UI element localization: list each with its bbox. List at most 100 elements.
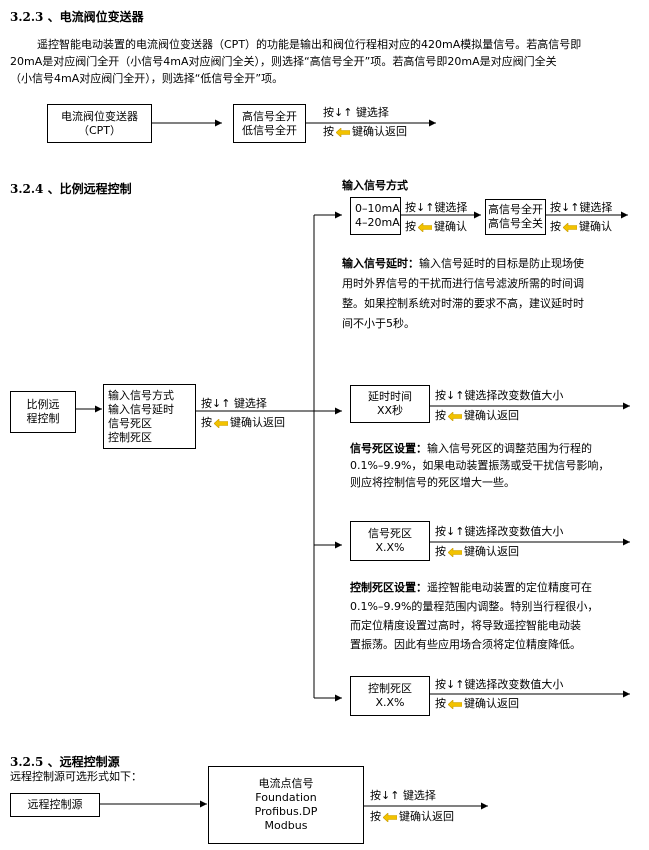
hint-text: 键选择 (355, 106, 389, 119)
box-line: 电流阀位变送器 (61, 109, 138, 123)
hint-text: 键选择 (402, 789, 436, 802)
hint-text: 键确认返回 (464, 545, 519, 558)
hint-text: 键确认返回 (464, 409, 519, 422)
box-line: 高信号全关 (488, 217, 543, 230)
source-hint-select: 按↓↑ 键选择 (370, 789, 436, 802)
signal-range-box: 0–10mA 4–20mA (350, 197, 401, 235)
desc-line: 而定位精度设置过高时，将导致遥控智能电动装 (350, 619, 581, 632)
down-arrow-icon: ↓ (446, 389, 456, 402)
left-arrow-key-icon (448, 699, 462, 709)
press-label: 按 (435, 409, 446, 422)
input-mode-title: 输入信号方式 (342, 179, 408, 192)
up-arrow-icon: ↑ (455, 389, 465, 402)
box-line: X.X% (375, 541, 405, 554)
down-arrow-icon: ↓ (446, 525, 456, 538)
down-arrow-icon: ↓ (381, 789, 391, 802)
control-deadzone-box: 控制死区 X.X% (350, 676, 430, 716)
delay-desc-label: 输入信号延时： (342, 257, 419, 270)
option-item: Profibus.DP (254, 805, 318, 818)
box-line: 比例远 (26, 398, 60, 411)
box-line: XX秒 (376, 404, 404, 417)
box-line: 高信号全开 (242, 109, 297, 123)
section-323-para-2: 20mA是对应阀门全开（小信号4mA对应阀门全关），则选择“高信号全开”项。若高… (10, 55, 557, 68)
menu-hint-confirm: 按键确认返回 (201, 416, 285, 429)
hint-text: 键确认返回 (230, 416, 285, 429)
up-arrow-icon: ↑ (221, 397, 231, 410)
menu-item: 信号死区 (108, 416, 152, 430)
hint-text: 键确认返回 (352, 125, 407, 138)
deadzone-description: 信号死区设置：输入信号死区的调整范围为行程的 0.1%–9.9%，如果电动装置振… (350, 440, 609, 491)
box-line: 控制死区 (368, 682, 412, 695)
level-hint-select: 按↓↑键选择 (550, 201, 612, 214)
level-hint-confirm: 按键确认 (550, 220, 612, 233)
ctrl-hint-select: 按↓↑键选择改变数值大小 (435, 678, 563, 691)
section-325-intro: 远程控制源可选形式如下： (10, 770, 142, 783)
hint-text: 键选择 (579, 201, 613, 214)
up-arrow-icon: ↑ (455, 525, 465, 538)
up-arrow-icon: ↑ (343, 106, 353, 119)
delay-hint-confirm: 按 键确认返回 (435, 409, 519, 422)
option-item: 电流点信号 (258, 777, 314, 790)
up-arrow-icon: ↑ (455, 678, 465, 691)
desc-line: 输入信号死区的调整范围为行程的 (427, 442, 592, 455)
down-arrow-icon: ↓ (416, 201, 426, 214)
hint-text: 键确认 (434, 220, 467, 233)
press-label: 按 (405, 201, 416, 214)
dead-desc-label: 信号死区设置： (350, 442, 427, 455)
hint-text: 键选择改变数值大小 (464, 678, 564, 691)
box-line: 4–20mA (355, 216, 400, 229)
box-line: 0–10mA (355, 202, 400, 215)
press-label: 按 (323, 125, 334, 138)
range-hint-select: 按↓↑键选择 (405, 201, 467, 214)
hint-text: 键确认返回 (464, 697, 519, 710)
box-line: 远程控制源 (27, 798, 83, 811)
menu-item: 输入信号延时 (108, 402, 174, 416)
down-arrow-icon: ↓ (334, 106, 344, 119)
desc-line: 置振荡。因此有些应用场合须将定位精度降低。 (350, 638, 581, 651)
desc-line: 0.1%–9.9%的量程范围内调整。特别当行程很小， (350, 600, 599, 613)
dead-hint-confirm: 按 键确认返回 (435, 545, 519, 558)
dead-hint-select: 按↓↑键选择改变数值大小 (435, 525, 563, 538)
section-324-heading: 3.2.4 、比例远程控制 (10, 182, 132, 196)
left-arrow-key-icon (418, 222, 432, 232)
box-line: 延时时间 (368, 390, 412, 403)
press-label: 按 (435, 525, 446, 538)
remote-source-box: 远程控制源 (10, 793, 100, 817)
left-arrow-key-icon (336, 127, 350, 137)
press-label: 按 (550, 201, 561, 214)
press-label: 按 (435, 678, 446, 691)
desc-line: 间不小于5秒。 (342, 317, 415, 330)
hint-confirm: 按 键确认返回 (323, 125, 407, 138)
hint-text: 键选择改变数值大小 (464, 525, 564, 538)
desc-line: 整。如果控制系统对时滞的要求不高，建议延时时 (342, 297, 584, 310)
delay-description: 输入信号延时：输入信号延时的目标是防止现场使 用时外界信号的干扰而进行信号滤波所… (342, 254, 584, 334)
desc-line: 用时外界信号的干扰而进行信号滤波所需的时间调 (342, 277, 584, 290)
left-arrow-key-icon (214, 418, 228, 428)
press-label: 按 (370, 789, 381, 802)
box-line: 高信号全开 (488, 203, 543, 216)
delay-hint-select: 按↓↑键选择改变数值大小 (435, 389, 563, 402)
hint-text: 键选择改变数值大小 (464, 389, 564, 402)
section-325-heading: 3.2.5 、远程控制源 (10, 755, 120, 769)
left-arrow-key-icon (563, 222, 577, 232)
cpt-box: 电流阀位变送器 （CPT） (47, 104, 152, 143)
up-arrow-icon: ↑ (425, 201, 435, 214)
down-arrow-icon: ↓ (561, 201, 571, 214)
up-arrow-icon: ↑ (390, 789, 400, 802)
signal-level-box-2: 高信号全开 高信号全关 (485, 199, 546, 235)
up-arrow-icon: ↑ (570, 201, 580, 214)
menu-item: 输入信号方式 (108, 388, 174, 402)
press-label: 按 (435, 389, 446, 402)
hint-select: 按↓↑ 键选择 (323, 106, 389, 119)
press-label: 按 (201, 397, 212, 410)
signal-deadzone-box: 信号死区 X.X% (350, 521, 430, 561)
ctrl-deadzone-description: 控制死区设置：遥控智能电动装置的定位精度可在 0.1%–9.9%的量程范围内调整… (350, 578, 598, 654)
section-323-para-1: 遥控智能电动装置的电流阀位变送器（CPT）的功能是输出和阀位行程相对应的420m… (37, 38, 582, 51)
press-label: 按 (435, 545, 446, 558)
menu-box: 输入信号方式 输入信号延时 信号死区 控制死区 (103, 384, 196, 449)
desc-line: 遥控智能电动装置的定位精度可在 (427, 581, 592, 594)
delay-time-box: 延时时间 XX秒 (350, 385, 430, 423)
section-323-para-3: （小信号4mA对应阀门全开），则选择“低信号全开”项。 (10, 72, 284, 85)
box-line: （CPT） (77, 123, 122, 137)
